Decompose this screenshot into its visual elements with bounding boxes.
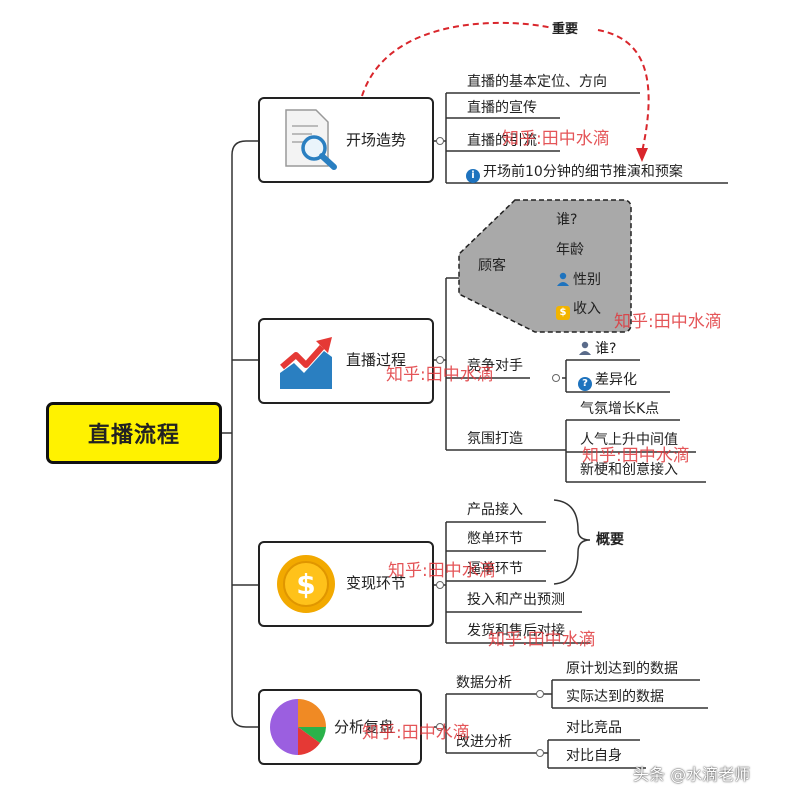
sub-competitor[interactable]: 竞争对手 [467,358,523,374]
dollar-coin-icon: $ [277,555,335,613]
info-icon: i [466,169,480,183]
watermark: 知乎:田中水滴 [488,630,596,650]
watermark: 知乎:田中水滴 [582,446,690,466]
branch-label-live-process: 直播过程 [346,351,407,369]
question-icon: ? [578,377,592,391]
leaf-data-1[interactable]: 原计划达到的数据 [566,661,678,677]
money-icon: $ [556,306,570,320]
leaf-competitor-who[interactable]: 谁? [578,340,616,358]
leaf-monetize-3[interactable]: 逼单环节 [467,561,523,577]
leaf-atmosphere-2[interactable]: 人气上升中间值 [580,432,678,448]
svg-text:$: $ [296,568,315,601]
leaf-monetize-1[interactable]: 产品接入 [467,502,523,518]
footer-credit: 头条 @水滴老师 [633,765,751,784]
sub-improve-analysis[interactable]: 改进分析 [456,734,512,750]
document-search-icon [285,109,337,170]
leaf-atmosphere-3[interactable]: 新梗和创意接入 [580,462,678,478]
person-icon [579,341,591,355]
watermark: 知乎:田中水滴 [386,365,494,385]
watermark: 知乎:田中水滴 [502,129,610,149]
person-icon [557,272,569,286]
leaf-opening-3[interactable]: 直播的引流 [467,133,537,149]
line-chart-icon [280,337,332,389]
important-label: 重要 [552,22,579,37]
leaf-opening-2[interactable]: 直播的宣传 [467,100,537,116]
sub-data-analysis[interactable]: 数据分析 [456,675,512,691]
watermark: 知乎:田中水滴 [614,312,722,332]
sub-atmosphere[interactable]: 氛围打造 [467,431,523,447]
root-node[interactable]: 直播流程 [46,402,222,464]
leaf-atmosphere-1[interactable]: 气氛增长K点 [580,401,660,417]
leaf-monetize-5[interactable]: 发货和售后对接 [467,623,565,639]
important-arrow [361,21,650,153]
customer-highlight-shape [458,199,632,333]
pie-chart-icon [270,699,326,755]
leaf-monetize-4[interactable]: 投入和产出预测 [467,592,565,608]
leaf-monetize-2[interactable]: 憋单环节 [467,531,523,547]
leaf-improve-1[interactable]: 对比竞品 [566,720,622,736]
summary-label[interactable]: 概要 [596,532,624,548]
branch-label-monetization: 变现环节 [346,574,407,592]
leaf-data-2[interactable]: 实际达到的数据 [566,689,664,705]
sub-customer[interactable]: 顾客 [478,258,506,274]
leaf-opening-1[interactable]: 直播的基本定位、方向 [467,74,607,90]
watermark: 知乎:田中水滴 [388,561,496,581]
leaf-competitor-diff[interactable]: ?差异化 [578,371,637,391]
branch-label-review: 分析复盘 [334,718,395,736]
watermark: 知乎:田中水滴 [362,723,470,743]
leaf-improve-2[interactable]: 对比自身 [566,748,622,764]
leaf-customer-who[interactable]: 谁? [556,212,578,228]
branch-label-opening: 开场造势 [346,131,407,149]
leaf-customer-income[interactable]: $收入 [556,300,601,320]
leaf-customer-gender[interactable]: 性别 [556,271,601,289]
leaf-customer-age[interactable]: 年龄 [556,242,584,258]
branch-review[interactable] [258,689,422,765]
